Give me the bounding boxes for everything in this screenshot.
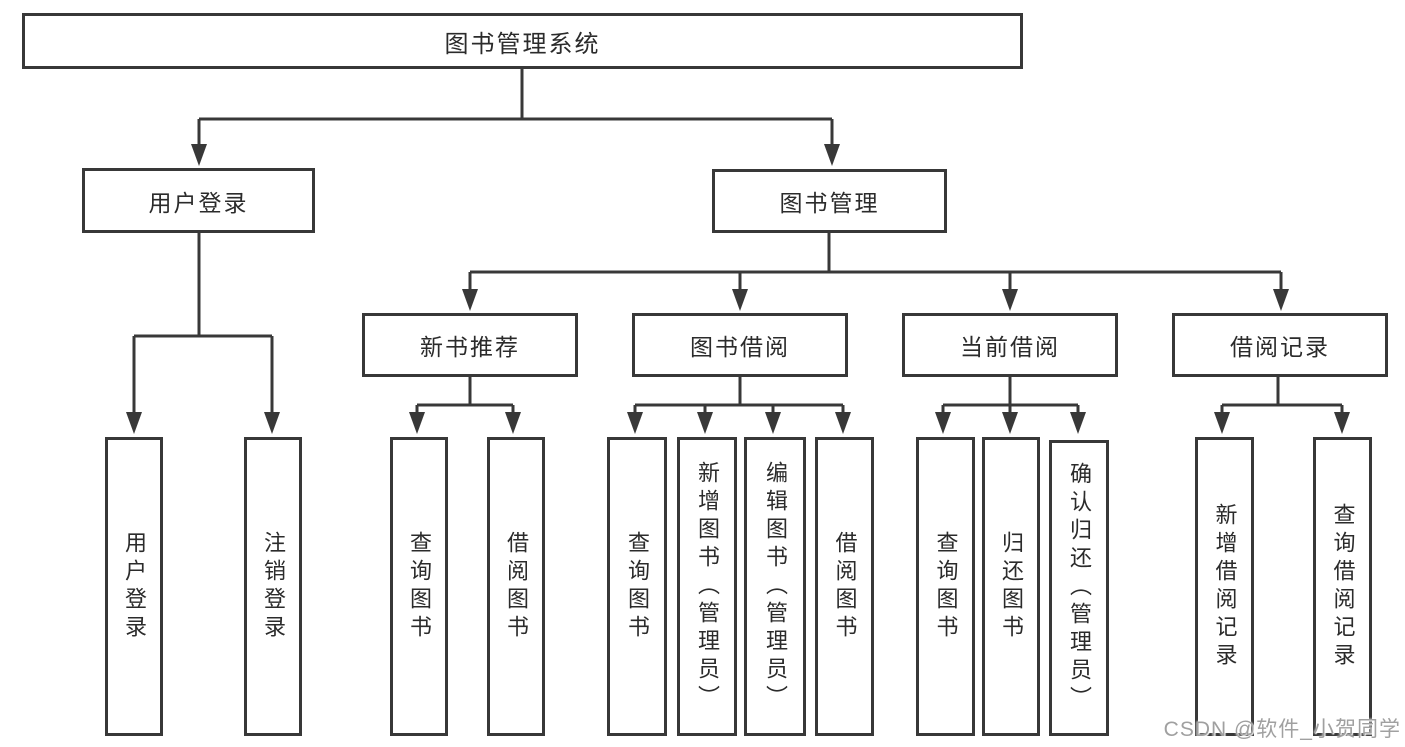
leaf-newbook-query-books: 查询图书 — [390, 437, 448, 736]
csdn-watermark: CSDN @软件_小贺同学 — [1163, 718, 1401, 741]
leaf-user-login: 用户登录 — [105, 437, 163, 736]
leaf-borrow-query-books: 查询图书 — [607, 437, 667, 736]
node-new-book-recommendation: 新书推荐 — [362, 313, 578, 377]
leaf-borrow-borrow-books: 借阅图书 — [815, 437, 874, 736]
node-current-borrowing: 当前借阅 — [902, 313, 1118, 377]
leaf-borrow-add-books-admin: 新增图书（管理员） — [677, 437, 737, 736]
node-book-borrowing: 图书借阅 — [632, 313, 848, 377]
leaf-newbook-borrow-books: 借阅图书 — [487, 437, 545, 736]
leaf-records-add-record: 新增借阅记录 — [1195, 437, 1254, 736]
leaf-current-return-books: 归还图书 — [982, 437, 1040, 736]
leaf-current-confirm-return-admin: 确认归还（管理员） — [1049, 440, 1109, 736]
leaf-logout: 注销登录 — [244, 437, 302, 736]
node-user-login: 用户登录 — [82, 168, 315, 233]
node-root: 图书管理系统 — [22, 13, 1023, 69]
leaf-records-query-record: 查询借阅记录 — [1313, 437, 1372, 736]
node-book-management: 图书管理 — [712, 169, 947, 233]
leaf-borrow-edit-books-admin: 编辑图书（管理员） — [744, 437, 806, 736]
leaf-current-query-books: 查询图书 — [916, 437, 975, 736]
node-borrowing-records: 借阅记录 — [1172, 313, 1388, 377]
